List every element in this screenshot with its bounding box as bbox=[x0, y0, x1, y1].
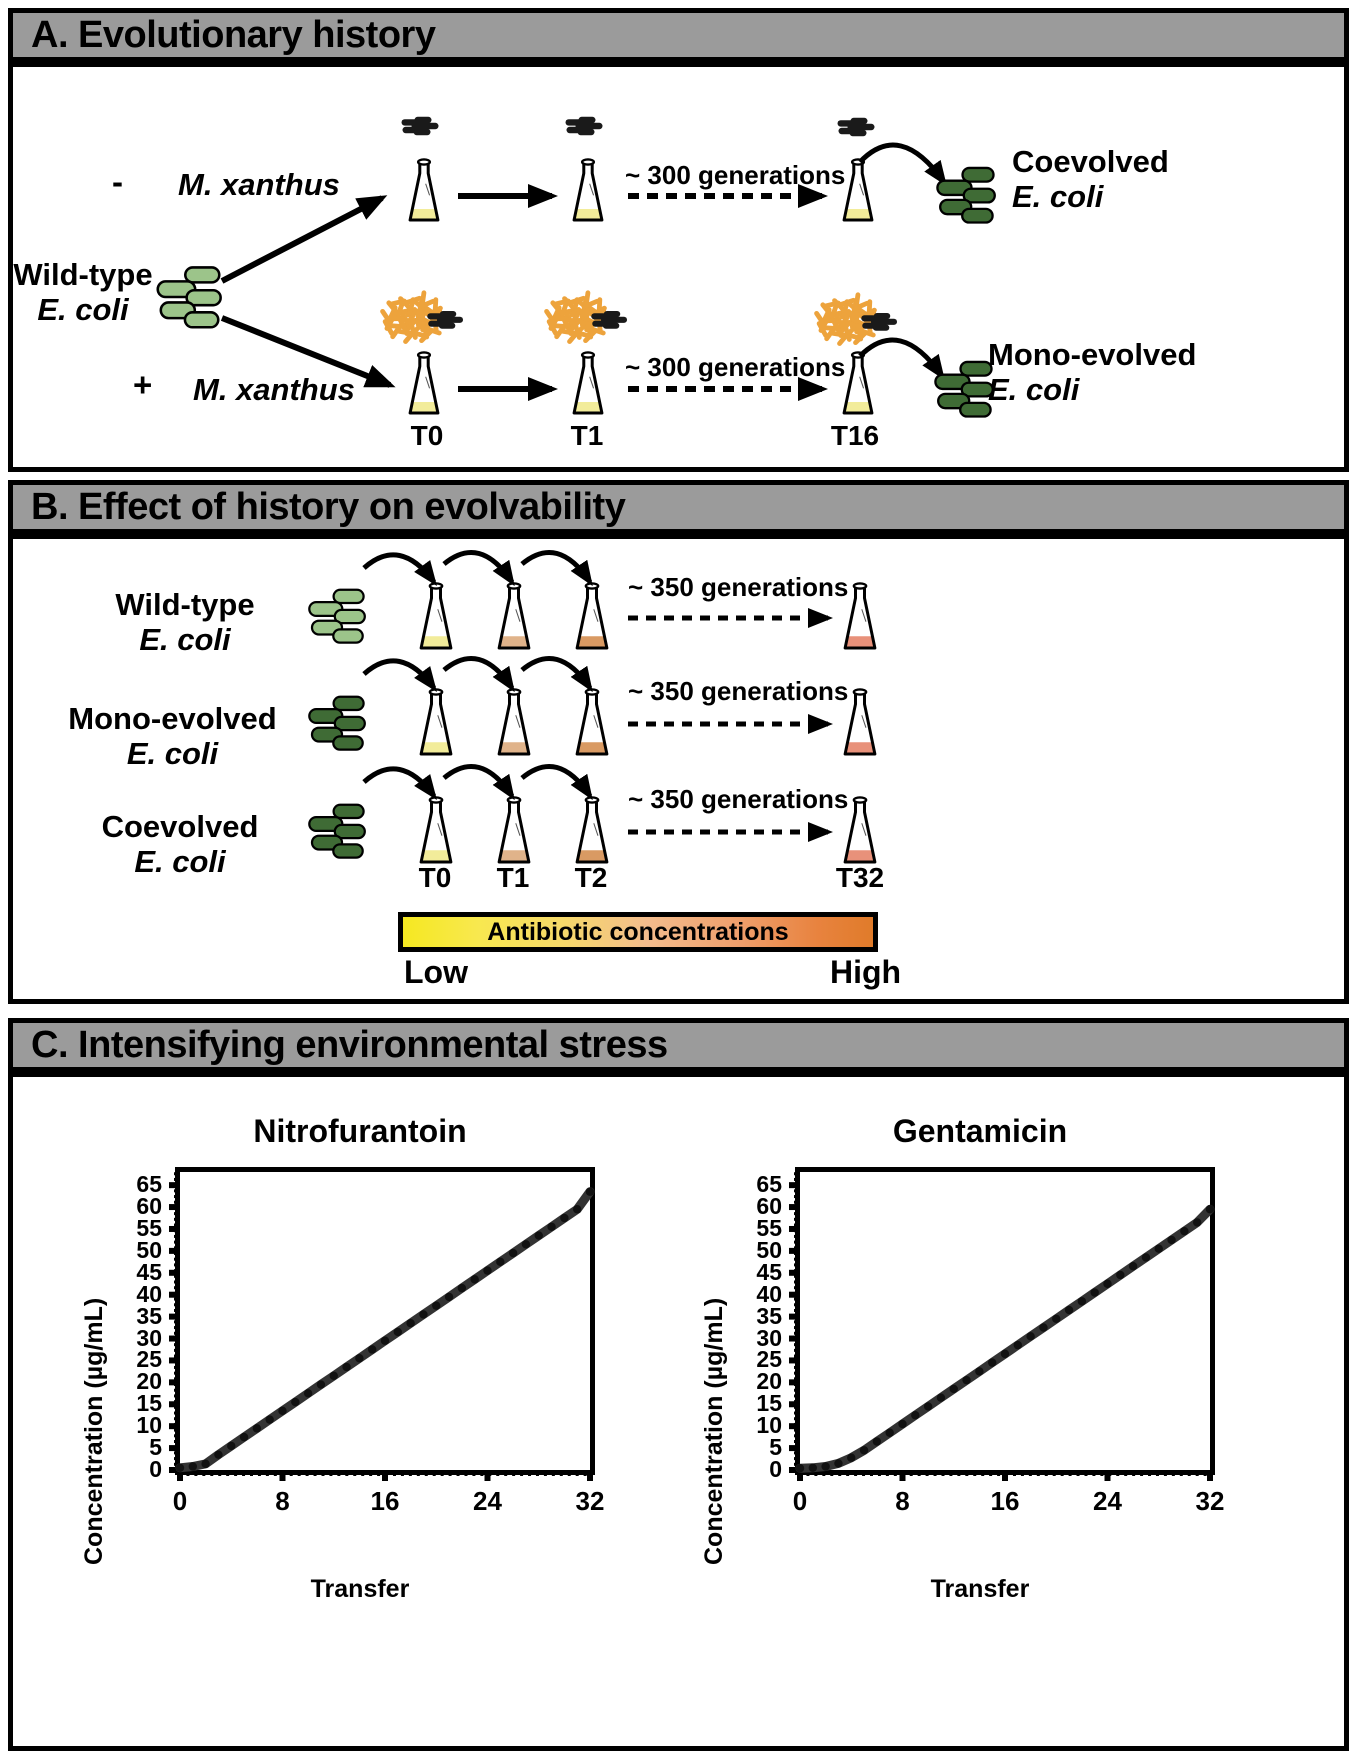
panel-c-header-label: C. Intensifying environmental stress bbox=[31, 1023, 668, 1066]
chart0-ytick-label-40: 40 bbox=[136, 1280, 162, 1307]
row1-name2: E. coli bbox=[126, 735, 219, 771]
source-label-line1: Wild-type bbox=[13, 257, 153, 292]
panel-c-header: C. Intensifying environmental stress bbox=[8, 1018, 1349, 1072]
antibiotic-gradient-caption: Antibiotic concentrations bbox=[487, 917, 789, 946]
chart1-xtick-label-32: 32 bbox=[1195, 1486, 1225, 1516]
chart1-xtick-label-0: 0 bbox=[792, 1486, 808, 1516]
panel-a-transfer-t16: T16 bbox=[830, 420, 880, 451]
chart0-ytick-label-35: 35 bbox=[136, 1302, 162, 1329]
branch-bottom-species: M. xanthus bbox=[193, 372, 355, 407]
chart0-xtick-label-24: 24 bbox=[473, 1486, 502, 1516]
chart1-ytick-label-5: 5 bbox=[769, 1434, 782, 1461]
chart1-ytick-label-25: 25 bbox=[756, 1346, 782, 1373]
chart0-ytick-label-60: 60 bbox=[136, 1193, 162, 1220]
branch-bottom-sign: + bbox=[133, 366, 153, 403]
panel-b-header: B. Effect of history on evolvability bbox=[8, 480, 1349, 534]
panel-b-generations-row1: ~ 350 generations bbox=[628, 676, 849, 706]
chart1-xtick-label-8: 8 bbox=[895, 1486, 910, 1516]
panel-a-generations-bottom: ~ 300 generations bbox=[625, 352, 846, 382]
panel-b-transfer-t1: T1 bbox=[496, 862, 530, 893]
chart1-xtick-label-16: 16 bbox=[990, 1486, 1020, 1516]
panel-a-transfer-t1: T1 bbox=[570, 420, 604, 451]
branch-top-sign: - bbox=[112, 163, 123, 200]
chart1-ytick-label-20: 20 bbox=[756, 1368, 782, 1395]
chart1-ytick-label-65: 65 bbox=[756, 1171, 782, 1198]
chart1-ytick-label-50: 50 bbox=[756, 1236, 782, 1263]
chart0-ytick-label-15: 15 bbox=[136, 1390, 162, 1417]
panel-a-generations-top: ~ 300 generations bbox=[625, 160, 846, 190]
chart0-ytick-label-25: 25 bbox=[136, 1346, 162, 1373]
chart1-ytick-label-15: 15 bbox=[756, 1390, 782, 1417]
row2-name1: Coevolved bbox=[101, 809, 259, 844]
chart0-ytick-label-10: 10 bbox=[136, 1412, 162, 1439]
panel-a-source-label: Wild-type E. coli bbox=[8, 257, 158, 327]
panel-b-generations-row2: ~ 350 generations bbox=[628, 784, 849, 814]
panel-b-row-label-mono-evolved: Mono-evolved E. coli bbox=[35, 701, 310, 771]
outcome-top-line2: E. coli bbox=[1012, 178, 1104, 214]
chart0-ytick-label-30: 30 bbox=[136, 1324, 162, 1351]
chart0-ytick-label-0: 0 bbox=[149, 1456, 162, 1482]
outcome-bottom-line2: E. coli bbox=[988, 371, 1080, 407]
chart1-xtick-label-24: 24 bbox=[1093, 1486, 1122, 1516]
chart-gentamicin-xlabel: Transfer bbox=[930, 1575, 1030, 1603]
panel-a-header: A. Evolutionary history bbox=[8, 8, 1349, 62]
panel-a-outcome-bottom: Mono-evolved E. coli bbox=[988, 337, 1197, 407]
chart1-ytick-label-60: 60 bbox=[756, 1193, 782, 1220]
panel-b-row-label-coevolved: Coevolved E. coli bbox=[50, 809, 310, 879]
chart0-xtick-label-16: 16 bbox=[370, 1486, 400, 1516]
gradient-low-label: Low bbox=[404, 954, 468, 990]
chart-gentamicin-plot-frame bbox=[795, 1167, 1215, 1475]
panel-b-generations-row0: ~ 350 generations bbox=[628, 572, 849, 602]
row0-name1: Wild-type bbox=[115, 587, 255, 622]
chart1-ytick-label-35: 35 bbox=[756, 1302, 782, 1329]
row1-name1: Mono-evolved bbox=[68, 701, 277, 736]
chart1-ytick-label-55: 55 bbox=[756, 1214, 782, 1241]
panel-b-transfer-t2: T2 bbox=[574, 862, 608, 893]
chart0-xtick-label-8: 8 bbox=[275, 1486, 290, 1516]
chart0-ytick-label-65: 65 bbox=[136, 1171, 162, 1198]
chart1-ytick-label-0: 0 bbox=[769, 1456, 782, 1482]
outcome-bottom-line1: Mono-evolved bbox=[988, 337, 1197, 372]
chart1-ytick-label-40: 40 bbox=[756, 1280, 782, 1307]
chart0-ytick-label-55: 55 bbox=[136, 1214, 162, 1241]
panel-a-header-label: A. Evolutionary history bbox=[31, 13, 436, 56]
row0-name2: E. coli bbox=[139, 621, 231, 657]
panel-a-transfer-t0: T0 bbox=[410, 420, 444, 451]
chart-nitrofurantoin-title: Nitrofurantoin bbox=[253, 1113, 467, 1149]
panel-b-transfer-t0: T0 bbox=[418, 862, 452, 893]
source-label-line2: E. coli bbox=[37, 291, 129, 327]
chart0-xtick-label-32: 32 bbox=[575, 1486, 605, 1516]
branch-top-species: M. xanthus bbox=[178, 167, 340, 202]
panel-b-row-label-wild-type: Wild-type E. coli bbox=[60, 587, 310, 657]
chart-nitrofurantoin-plot-frame bbox=[175, 1167, 595, 1475]
chart1-ytick-label-10: 10 bbox=[756, 1412, 782, 1439]
chart0-ytick-label-50: 50 bbox=[136, 1236, 162, 1263]
outcome-top-line1: Coevolved bbox=[1012, 144, 1169, 179]
panel-a-body bbox=[8, 62, 1349, 472]
row2-name2: E. coli bbox=[134, 843, 226, 879]
gradient-high-label: High bbox=[830, 954, 902, 990]
chart0-ytick-label-5: 5 bbox=[149, 1434, 162, 1461]
panel-a-outcome-top: Coevolved E. coli bbox=[1012, 144, 1169, 214]
chart0-xtick-label-0: 0 bbox=[172, 1486, 188, 1516]
chart-gentamicin-title: Gentamicin bbox=[892, 1113, 1068, 1149]
panel-b-transfer-t32: T32 bbox=[835, 862, 885, 893]
panel-b-header-label: B. Effect of history on evolvability bbox=[31, 485, 626, 528]
chart1-ytick-label-30: 30 bbox=[756, 1324, 782, 1351]
antibiotic-gradient-bar: Antibiotic concentrations bbox=[398, 912, 878, 952]
chart0-ytick-label-45: 45 bbox=[136, 1258, 162, 1285]
chart1-ytick-label-45: 45 bbox=[756, 1258, 782, 1285]
chart-nitrofurantoin-xlabel: Transfer bbox=[310, 1575, 410, 1603]
chart0-ytick-label-20: 20 bbox=[136, 1368, 162, 1395]
